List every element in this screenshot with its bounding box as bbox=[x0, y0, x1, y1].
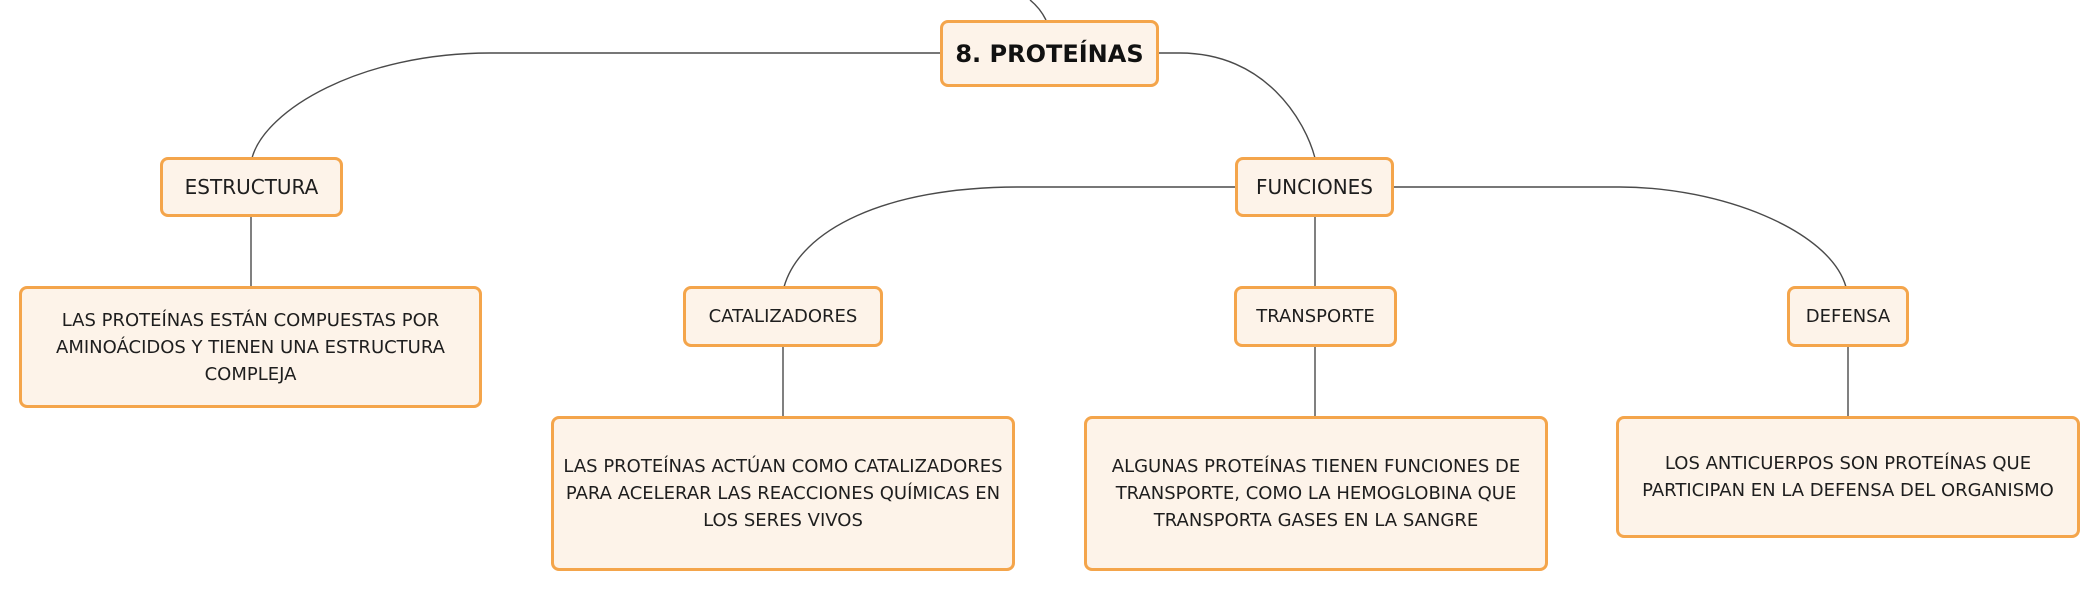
estructura-description-text: LAS PROTEÍNAS ESTÁN COMPUESTAS POR AMINO… bbox=[56, 309, 445, 385]
connector-funciones-to-defensa bbox=[1394, 186, 1847, 288]
connector-root-to-funciones bbox=[1159, 52, 1316, 159]
subtopic-transporte-label: TRANSPORTE bbox=[1256, 306, 1375, 327]
transporte-description-text: ALGUNAS PROTEÍNAS TIENEN FUNCIONES DE TR… bbox=[1111, 456, 1521, 531]
defensa-description-node[interactable]: LOS ANTICUERPOS SON PROTEÍNAS QUE PARTIC… bbox=[1616, 416, 2080, 538]
subtopic-defensa-label: DEFENSA bbox=[1805, 306, 1891, 327]
topic-funciones[interactable]: FUNCIONES bbox=[1235, 157, 1394, 217]
subtopic-catalizadores-label: CATALIZADORES bbox=[708, 306, 858, 327]
defensa-description-text: LOS ANTICUERPOS SON PROTEÍNAS QUE PARTIC… bbox=[1642, 453, 2054, 501]
subtopic-transporte[interactable]: TRANSPORTE bbox=[1234, 286, 1397, 347]
transporte-description-node[interactable]: ALGUNAS PROTEÍNAS TIENEN FUNCIONES DE TR… bbox=[1084, 416, 1548, 571]
root-topic-node[interactable]: 8. PROTEÍNAS bbox=[940, 20, 1159, 87]
topic-estructura[interactable]: ESTRUCTURA bbox=[160, 157, 343, 217]
connector-parent-to-root bbox=[1029, 0, 1047, 21]
subtopic-catalizadores[interactable]: CATALIZADORES bbox=[683, 286, 883, 347]
catalizadores-description-node[interactable]: LAS PROTEÍNAS ACTÚAN COMO CATALIZADORES … bbox=[551, 416, 1015, 571]
subtopic-defensa[interactable]: DEFENSA bbox=[1787, 286, 1909, 347]
connector-funciones-to-catalizadores bbox=[783, 186, 1235, 288]
catalizadores-description-text: LAS PROTEÍNAS ACTÚAN COMO CATALIZADORES … bbox=[563, 456, 1003, 531]
topic-funciones-label: FUNCIONES bbox=[1255, 175, 1373, 199]
topic-estructura-label: ESTRUCTURA bbox=[184, 175, 319, 199]
estructura-description-node[interactable]: LAS PROTEÍNAS ESTÁN COMPUESTAS POR AMINO… bbox=[19, 286, 482, 408]
root-topic-label: 8. PROTEÍNAS bbox=[955, 39, 1144, 68]
connector-root-to-estructura bbox=[251, 52, 940, 159]
